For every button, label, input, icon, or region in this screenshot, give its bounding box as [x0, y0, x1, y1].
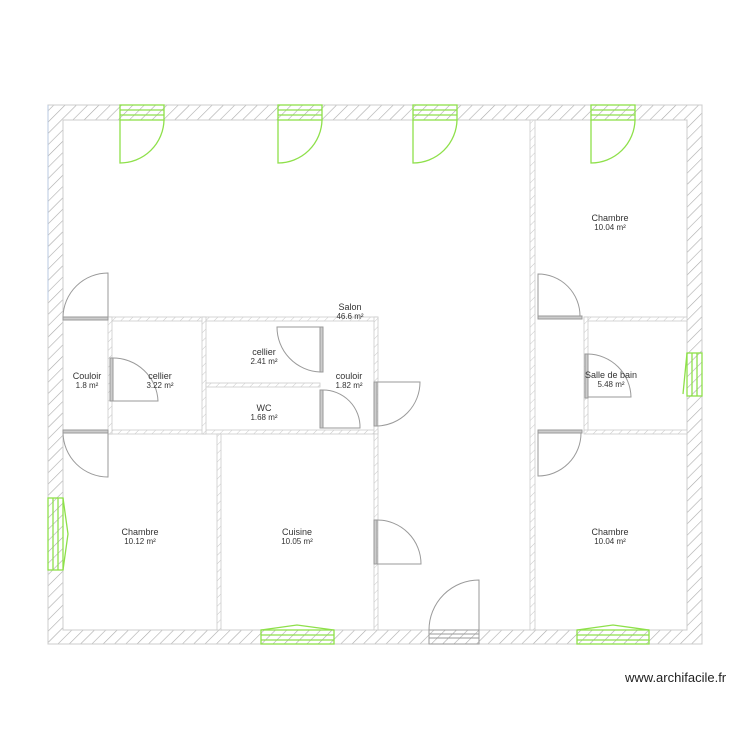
- room-name-chambre-bottom-right: Chambre: [591, 527, 628, 537]
- room-area-chambre-left: 10.12 m²: [124, 537, 156, 546]
- door-cellier-1: [109, 357, 159, 402]
- window-bottom-1: [260, 624, 335, 645]
- room-area-cellier-2: 2.41 m²: [250, 357, 277, 366]
- window-top-4: [590, 104, 636, 164]
- room-area-salle-de-bain: 5.48 m²: [597, 380, 624, 389]
- door-couloir-salon: [373, 381, 421, 427]
- room-labels: Salon 46.6 m² Chambre 10.04 m² Couloir 1…: [73, 213, 637, 546]
- window-top-2: [277, 104, 323, 164]
- door-chambre-right-top: [537, 273, 583, 320]
- window-bottom-2: [576, 624, 650, 645]
- door-cellier-2: [276, 326, 324, 373]
- door-chambre-right-bottom: [537, 429, 583, 477]
- door-cuisine: [373, 519, 422, 565]
- door-salle-de-bain: [584, 353, 632, 399]
- room-area-couloir-2: 1.82 m²: [335, 381, 362, 390]
- room-name-wc: WC: [257, 403, 272, 413]
- door-wc: [319, 389, 361, 429]
- room-name-couloir: Couloir: [73, 371, 102, 381]
- room-area-wc: 1.68 m²: [250, 413, 277, 422]
- window-right: [682, 352, 703, 397]
- window-left: [47, 497, 69, 571]
- door-chambre-left: [62, 429, 109, 478]
- window-top-3: [412, 104, 458, 164]
- room-name-salle-de-bain: Salle de bain: [585, 370, 637, 380]
- room-area-chambre-top-right: 10.04 m²: [594, 223, 626, 232]
- room-area-salon: 46.6 m²: [336, 312, 363, 321]
- door-couloir-top: [62, 272, 109, 321]
- door-entrance: [428, 579, 480, 645]
- outer-walls: [47, 104, 703, 645]
- room-name-cuisine: Cuisine: [282, 527, 312, 537]
- room-area-chambre-bottom-right: 10.04 m²: [594, 537, 626, 546]
- room-name-chambre-left: Chambre: [121, 527, 158, 537]
- room-area-cellier-1: 3.22 m²: [146, 381, 173, 390]
- room-name-couloir-2: couloir: [336, 371, 363, 381]
- room-name-cellier-1: cellier: [148, 371, 172, 381]
- room-name-salon: Salon: [338, 302, 361, 312]
- room-area-couloir: 1.8 m²: [76, 381, 99, 390]
- window-top-1: [119, 104, 165, 164]
- room-name-chambre-top-right: Chambre: [591, 213, 628, 223]
- doors: [62, 272, 632, 645]
- watermark-text: www.archifacile.fr: [625, 670, 727, 685]
- windows: [47, 104, 703, 645]
- room-area-cuisine: 10.05 m²: [281, 537, 313, 546]
- room-name-cellier-2: cellier: [252, 347, 276, 357]
